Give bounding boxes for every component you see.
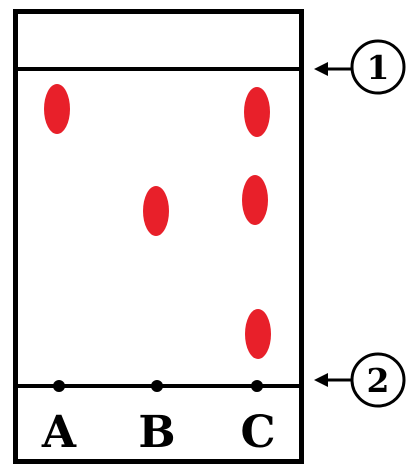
spot-c-2 (242, 175, 268, 225)
marker-1-arrowhead-icon (314, 62, 328, 76)
application-point-c (251, 380, 263, 392)
plate-outline (13, 9, 304, 464)
lane-label-a: A (41, 407, 77, 458)
spot-c-3 (245, 309, 271, 359)
application-point-a (53, 380, 65, 392)
marker-1-label: 1 (367, 48, 390, 87)
marker-1-circle (350, 39, 406, 95)
lane-label-b: B (138, 407, 175, 458)
spot-a-1 (44, 84, 70, 134)
lane-label-c: C (240, 407, 275, 458)
spot-c-1 (244, 87, 270, 137)
spot-b-1 (143, 186, 169, 236)
marker-2: 2 (314, 352, 406, 408)
marker-2-arrowhead-icon (314, 373, 328, 387)
marker-2-circle (350, 352, 406, 408)
marker-1: 1 (314, 39, 406, 95)
application-point-b (151, 380, 163, 392)
marker-2-label: 2 (367, 361, 390, 400)
